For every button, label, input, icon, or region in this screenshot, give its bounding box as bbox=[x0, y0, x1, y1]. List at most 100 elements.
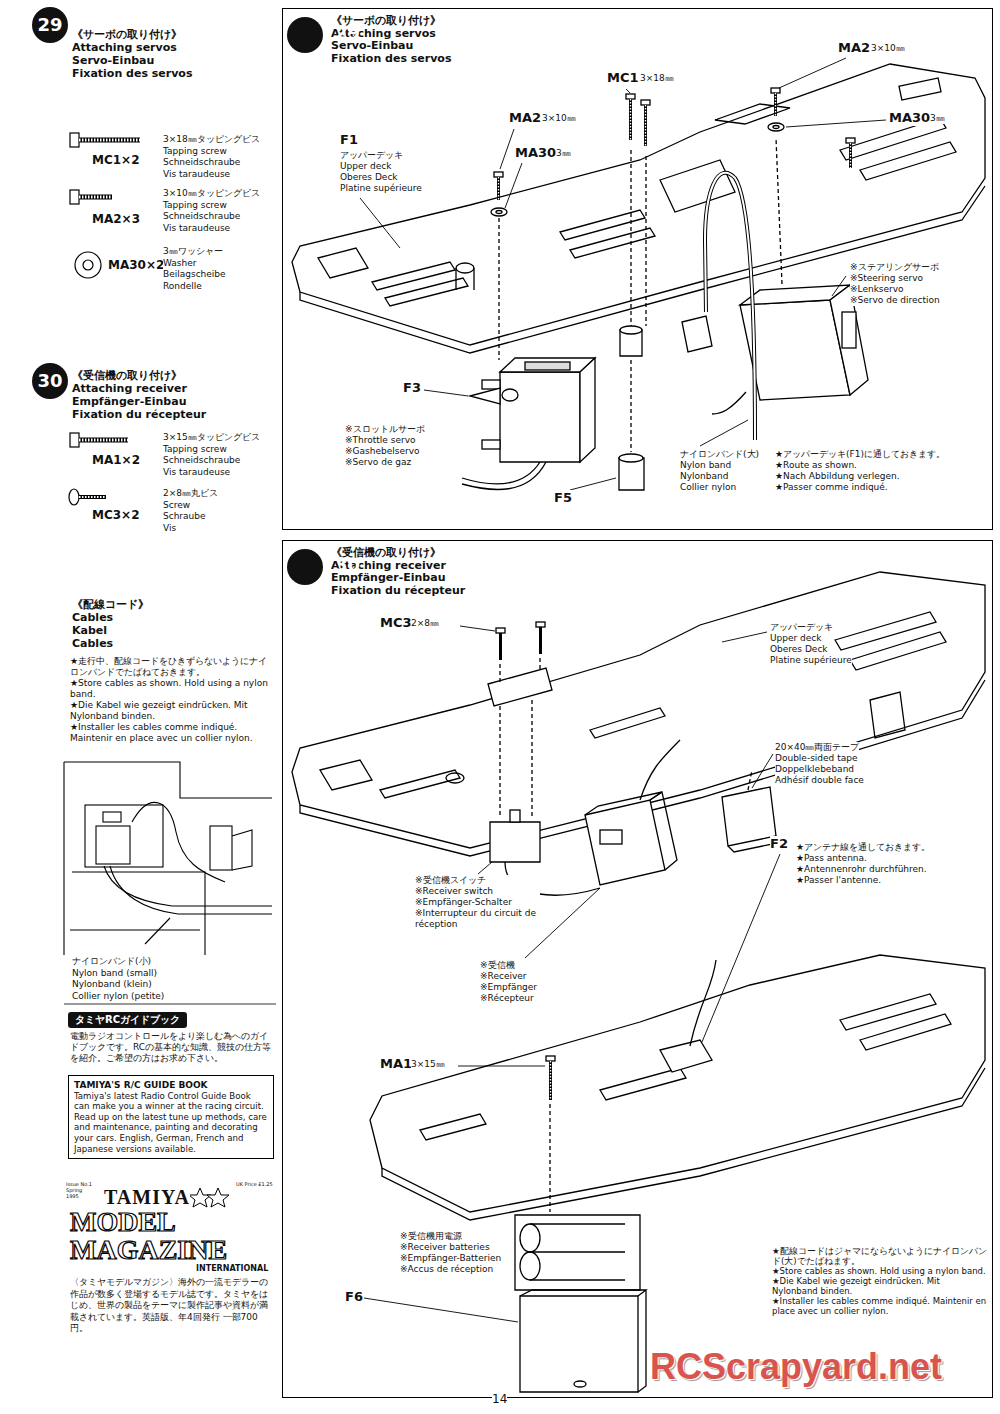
servo-step-illustration bbox=[774, 93, 777, 116]
servo-step-illustration bbox=[846, 138, 855, 143]
part-name: アッパーデッキ bbox=[340, 150, 403, 161]
note-text: ★Store cables as shown. Hold using a nyl… bbox=[70, 678, 275, 700]
page-number: 14 bbox=[492, 1392, 507, 1406]
step-heading: Servo-Einbau bbox=[72, 54, 154, 67]
part-name: ※Receiver bbox=[480, 971, 526, 982]
part-description: Schraube bbox=[163, 511, 206, 523]
receiver-step-illustration bbox=[600, 830, 622, 844]
receiver-step-illustration bbox=[499, 664, 500, 684]
servo-step-illustration bbox=[505, 163, 522, 208]
servo-step-illustration bbox=[842, 312, 856, 348]
servo-step-illustration bbox=[470, 388, 500, 404]
screw-icon bbox=[70, 133, 79, 147]
part-description: Schneidschraube bbox=[163, 455, 240, 467]
servo-step-illustration bbox=[360, 198, 400, 248]
servo-step-illustration bbox=[292, 64, 985, 345]
part-description: 3㎜ワッシャー bbox=[163, 246, 223, 258]
step-heading: Fixation du récepteur bbox=[72, 408, 206, 421]
servo-step-illustration bbox=[619, 458, 644, 490]
part-name: ※Lenkservo bbox=[850, 284, 904, 295]
left-dividers bbox=[64, 1004, 276, 1005]
receiver-step-illustration bbox=[840, 994, 936, 1030]
part-name: ※Receiver switch bbox=[415, 886, 540, 897]
watermark: RCScrapyard.net bbox=[650, 1346, 942, 1388]
part-size: 3×18㎜ bbox=[640, 73, 674, 84]
receiver-step-illustration bbox=[752, 754, 773, 788]
part-size: 2×8㎜ bbox=[411, 618, 439, 629]
part-name: ナイロンバンド(小) bbox=[72, 956, 151, 968]
receiver-step-illustration bbox=[702, 854, 780, 1042]
part-code: MA1 bbox=[380, 1056, 412, 1072]
step-number: 30 bbox=[335, 555, 360, 575]
servo-step-illustration bbox=[849, 143, 852, 168]
cables-illustration bbox=[210, 826, 232, 870]
magazine-issue: Issue No.1 Spring 1995 bbox=[66, 1181, 96, 1199]
servo-step-illustration bbox=[619, 454, 643, 462]
part-name: Platine supérieure bbox=[770, 655, 852, 666]
servo-step-illustration bbox=[496, 211, 502, 214]
part-name: Doppelklebeband bbox=[775, 764, 854, 775]
note-text: ★Antennenrohr durchführen. bbox=[796, 864, 927, 875]
text-group: 30 bbox=[335, 555, 360, 575]
screw-icon bbox=[75, 252, 101, 278]
servo-step-illustration bbox=[630, 99, 631, 140]
receiver-step-illustration bbox=[835, 612, 936, 650]
servo-step-illustration bbox=[500, 129, 514, 169]
servo-step-illustration bbox=[715, 104, 790, 124]
cables-illustration bbox=[145, 918, 170, 944]
cables-illustration bbox=[64, 762, 272, 798]
part-name: ※Steering servo bbox=[850, 273, 923, 284]
servo-step-illustration bbox=[644, 105, 647, 146]
part-name: Nylonband (klein) bbox=[72, 979, 152, 991]
part-name: ※Throttle servo bbox=[345, 435, 415, 446]
cables-illustration bbox=[64, 762, 272, 955]
servo-step-illustration bbox=[705, 173, 755, 440]
servo-step-illustration bbox=[570, 228, 655, 258]
part-letter: F1 bbox=[340, 132, 358, 148]
receiver-step-illustration bbox=[370, 955, 985, 1212]
note-text: ★Store cables as shown. Hold using a nyl… bbox=[772, 1266, 987, 1276]
servo-step-illustration bbox=[629, 99, 632, 140]
servo-step-illustration bbox=[482, 380, 500, 389]
receiver-step-illustration bbox=[870, 692, 905, 738]
magazine-stars bbox=[189, 1188, 211, 1207]
cables-illustration bbox=[85, 805, 163, 867]
text-group: 29 bbox=[335, 23, 360, 43]
part-name: Oberes Deck bbox=[340, 172, 398, 183]
part-name: ※Empfänger-Schalter bbox=[415, 897, 540, 908]
servo-step-illustration bbox=[832, 276, 846, 296]
receiver-step-illustration bbox=[382, 1068, 985, 1220]
receiver-step-illustration bbox=[458, 1066, 545, 1067]
receiver-step-illustration bbox=[536, 622, 545, 627]
part-name: Nylon band bbox=[680, 460, 731, 471]
servo-step-illustration bbox=[850, 143, 851, 168]
servo-step-illustration bbox=[502, 389, 518, 401]
part-name: ※受信機用電源 bbox=[400, 1231, 462, 1242]
receiver-step-illustration bbox=[660, 1040, 712, 1072]
part-letter: F5 bbox=[554, 490, 572, 506]
part-letter: F6 bbox=[345, 1289, 363, 1305]
part-description: Schneidschraube bbox=[163, 157, 240, 169]
part-description: Tapping screw bbox=[163, 444, 227, 456]
part-code: MA30 bbox=[889, 110, 930, 126]
part-description: Vis taraudeuse bbox=[163, 467, 230, 479]
step-number: 29 bbox=[335, 23, 360, 43]
part-letter: F3 bbox=[403, 380, 421, 396]
receiver-step-illustration bbox=[748, 770, 752, 790]
servo-step-illustration bbox=[360, 58, 886, 490]
part-name: Nylonband bbox=[680, 471, 728, 482]
section-heading: Cables bbox=[72, 637, 113, 650]
magazine-logo: TAMIYA bbox=[104, 1186, 190, 1208]
receiver-step-illustration bbox=[600, 1068, 686, 1100]
receiver-step-illustration bbox=[446, 773, 464, 783]
screw-icon bbox=[79, 195, 112, 200]
screw-icon bbox=[69, 489, 79, 505]
servo-step-illustration bbox=[899, 78, 941, 100]
part-name: Double-sided tape bbox=[775, 753, 857, 764]
receiver-step-illustration bbox=[520, 1224, 540, 1252]
servo-step-illustration bbox=[786, 120, 886, 127]
step-heading: Fixation des servos bbox=[72, 67, 192, 80]
servo-step-illustration bbox=[860, 142, 956, 180]
part-name: Upper deck bbox=[340, 161, 392, 172]
